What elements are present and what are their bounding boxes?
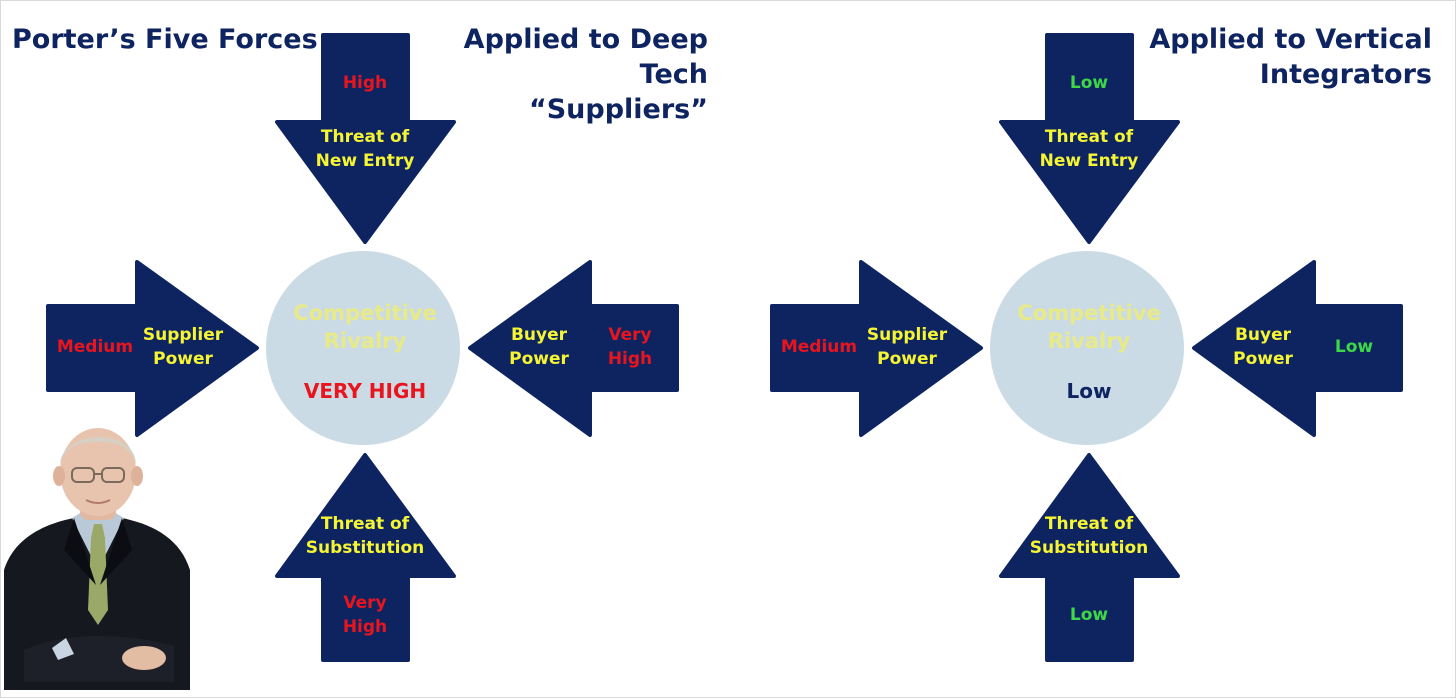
center-title-line-1: Competitive bbox=[293, 301, 436, 325]
arrow-threat-of-substitution bbox=[999, 453, 1180, 662]
label-supplier-power-line-2: Power bbox=[153, 349, 213, 369]
center-title-line-1: Competitive bbox=[1017, 301, 1160, 325]
label-new-entry-line-2: New Entry bbox=[316, 151, 415, 171]
label-supplier-power-line-1: Supplier bbox=[867, 325, 948, 345]
label-buyer-power-line-2: Power bbox=[509, 349, 569, 369]
page-title: Porter’s Five Forces bbox=[12, 24, 318, 55]
rating-substitution-line-2: High bbox=[343, 617, 387, 637]
panel-heading-line-2: Integrators bbox=[1259, 59, 1432, 90]
rating-substitution-line-1: Very bbox=[343, 593, 386, 613]
label-supplier-power-line-1: Supplier bbox=[143, 325, 224, 345]
rating-buyer-power-line-1: Very bbox=[608, 325, 651, 345]
label-new-entry-line-1: Threat of bbox=[1045, 127, 1134, 147]
panel-heading-vertical-integrators: Applied to Vertical Integrators bbox=[1140, 22, 1432, 92]
arrow-threat-of-substitution bbox=[275, 453, 456, 662]
arrow-threat-of-new-entry bbox=[275, 33, 456, 244]
label-buyer-power-line-2: Power bbox=[1233, 349, 1293, 369]
rating-buyer-power: Low bbox=[1335, 337, 1374, 357]
rating-new-entry: High bbox=[343, 73, 387, 93]
competitive-rivalry-circle bbox=[990, 251, 1184, 445]
arrow-threat-of-new-entry bbox=[999, 33, 1180, 244]
label-substitution-line-1: Threat of bbox=[1045, 514, 1134, 534]
center-title-line-2: Rivalry bbox=[324, 329, 407, 353]
label-supplier-power-line-2: Power bbox=[877, 349, 937, 369]
rating-buyer-power-line-2: High bbox=[608, 349, 652, 369]
competitive-rivalry-circle bbox=[266, 251, 460, 445]
center-rating: Low bbox=[1067, 379, 1112, 403]
rating-substitution: Low bbox=[1070, 605, 1109, 625]
rating-supplier-power: Medium bbox=[57, 337, 133, 357]
arrow-supplier-power bbox=[770, 260, 983, 437]
rating-new-entry: Low bbox=[1070, 73, 1109, 93]
panel-heading-line-2: Tech “Suppliers” bbox=[528, 59, 708, 125]
arrow-buyer-power bbox=[1192, 260, 1403, 437]
label-buyer-power-line-1: Buyer bbox=[511, 325, 568, 345]
portrait-photo bbox=[4, 428, 190, 690]
label-substitution-line-1: Threat of bbox=[321, 514, 410, 534]
rating-supplier-power: Medium bbox=[781, 337, 857, 357]
panel-deep-tech: High Threat of New Entry Medium Supplier… bbox=[46, 33, 679, 662]
label-new-entry-line-1: Threat of bbox=[321, 127, 410, 147]
panel-vertical-integrators: Low Threat of New Entry Medium Supplier … bbox=[770, 33, 1403, 662]
label-substitution-line-2: Substitution bbox=[1030, 538, 1149, 558]
panel-heading-line-1: Applied to Deep bbox=[463, 24, 708, 55]
arrow-buyer-power bbox=[468, 260, 679, 437]
panel-heading-line-1: Applied to Vertical bbox=[1149, 24, 1432, 55]
arrow-supplier-power bbox=[46, 260, 259, 437]
center-rating: VERY HIGH bbox=[304, 379, 426, 403]
label-buyer-power-line-1: Buyer bbox=[1235, 325, 1292, 345]
panel-heading-deep-tech: Applied to Deep Tech “Suppliers” bbox=[460, 22, 708, 127]
label-new-entry-line-2: New Entry bbox=[1040, 151, 1139, 171]
center-title-line-2: Rivalry bbox=[1048, 329, 1131, 353]
label-substitution-line-2: Substitution bbox=[306, 538, 425, 558]
